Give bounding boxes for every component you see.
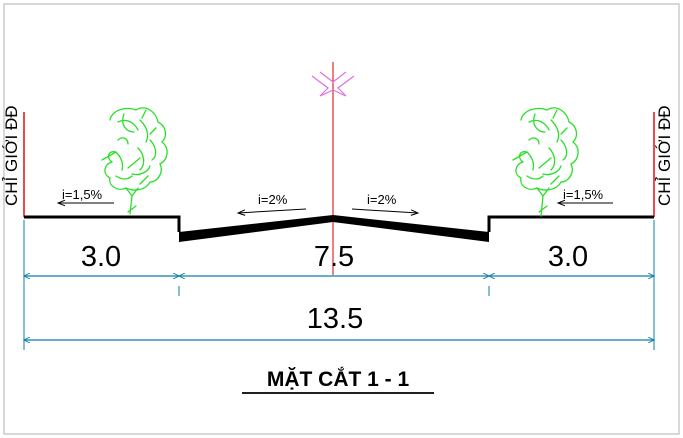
right-sidewalk-slope: i=1,5% — [556, 187, 613, 207]
left-sidewalk-slope-label: i=1,5% — [62, 187, 103, 202]
left-sidewalk-width: 3.0 — [81, 241, 121, 273]
right-sidewalk-slope-label: i=1,5% — [563, 187, 604, 202]
left-tree-icon — [101, 107, 168, 215]
road-right-slope: i=2% — [351, 192, 420, 216]
total-width: 13.5 — [307, 303, 363, 335]
drawing-frame — [3, 3, 680, 435]
centerline-symbol-icon — [311, 71, 355, 97]
roadway-width: 7.5 — [314, 241, 354, 273]
left-boundary-label: CHỈ GIỚI ĐĐ — [2, 105, 21, 206]
road-right-slope-label: i=2% — [367, 192, 397, 207]
road-left-slope: i=2% — [236, 192, 307, 216]
left-sidewalk-slope: i=1,5% — [56, 187, 114, 207]
right-sidewalk-width: 3.0 — [548, 241, 588, 273]
road-surface-right — [333, 215, 489, 242]
slope-arrow-icon — [351, 208, 420, 216]
slope-arrow-icon — [236, 208, 307, 216]
road-left-slope-label: i=2% — [258, 192, 288, 207]
left-sidewalk-surface — [24, 215, 181, 232]
dimension-row-segments — [24, 220, 654, 350]
right-sidewalk-surface — [487, 215, 654, 232]
section-title: MẶT CẮT 1 - 1 — [267, 367, 410, 391]
right-boundary-label: CHỈ GIỚI ĐĐ — [655, 105, 674, 206]
right-tree-icon — [512, 107, 579, 217]
road-surface-left — [179, 215, 333, 242]
